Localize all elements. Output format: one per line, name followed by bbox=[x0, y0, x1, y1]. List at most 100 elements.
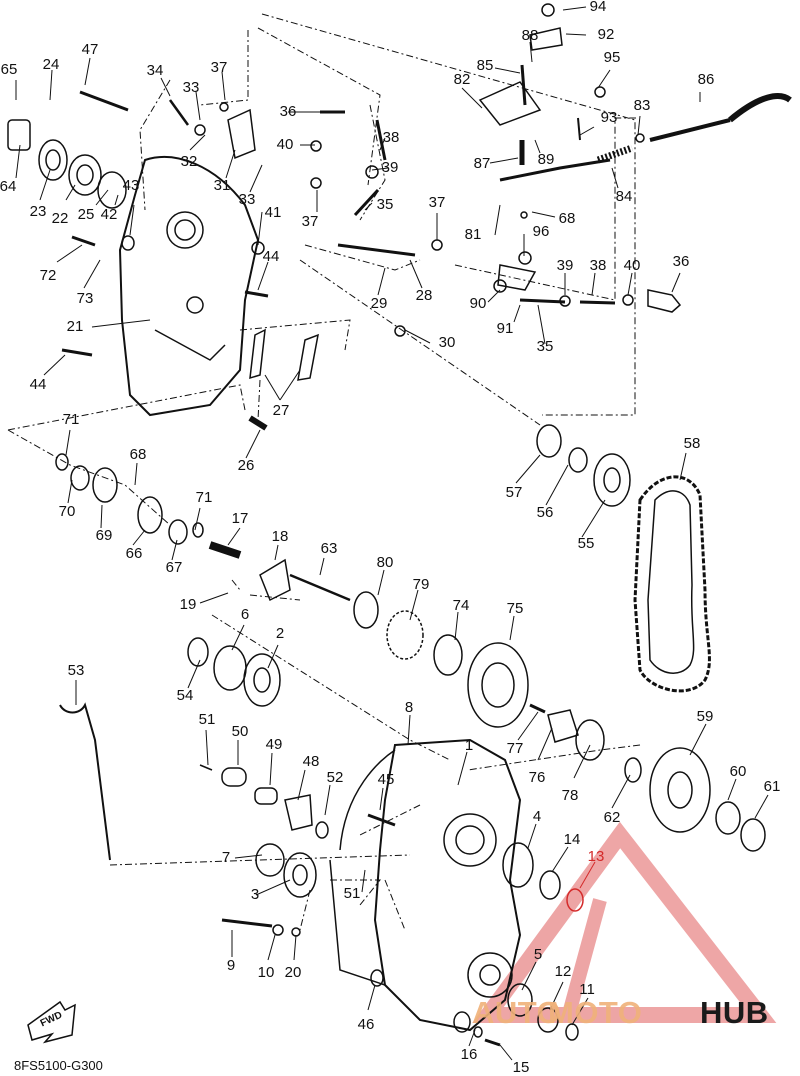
part-callout-27[interactable]: 27 bbox=[272, 402, 290, 419]
part-callout-71[interactable]: 71 bbox=[62, 411, 80, 428]
part-callout-94[interactable]: 94 bbox=[589, 0, 607, 15]
part-callout-19[interactable]: 19 bbox=[179, 596, 197, 613]
part-callout-70[interactable]: 70 bbox=[58, 503, 76, 520]
part-callout-50[interactable]: 50 bbox=[231, 723, 249, 740]
part-callout-62[interactable]: 62 bbox=[603, 809, 621, 826]
part-callout-6[interactable]: 6 bbox=[240, 606, 250, 623]
part-callout-48[interactable]: 48 bbox=[302, 753, 320, 770]
part-callout-95[interactable]: 95 bbox=[603, 49, 621, 66]
part-callout-40[interactable]: 40 bbox=[276, 136, 294, 153]
part-callout-34[interactable]: 34 bbox=[146, 62, 164, 79]
part-callout-37[interactable]: 37 bbox=[428, 194, 446, 211]
part-callout-69[interactable]: 69 bbox=[95, 527, 113, 544]
part-callout-40[interactable]: 40 bbox=[623, 257, 641, 274]
part-callout-75[interactable]: 75 bbox=[506, 600, 524, 617]
part-callout-20[interactable]: 20 bbox=[284, 964, 302, 981]
part-callout-21[interactable]: 21 bbox=[66, 318, 84, 335]
part-callout-2[interactable]: 2 bbox=[275, 625, 285, 642]
part-callout-84[interactable]: 84 bbox=[615, 188, 633, 205]
part-callout-31[interactable]: 31 bbox=[213, 177, 231, 194]
part-callout-28[interactable]: 28 bbox=[415, 287, 433, 304]
part-callout-29[interactable]: 29 bbox=[370, 295, 388, 312]
part-callout-1[interactable]: 1 bbox=[464, 737, 474, 754]
part-callout-60[interactable]: 60 bbox=[729, 763, 747, 780]
part-callout-38[interactable]: 38 bbox=[589, 257, 607, 274]
part-callout-13[interactable]: 13 bbox=[587, 848, 605, 865]
part-callout-71[interactable]: 71 bbox=[195, 489, 213, 506]
part-callout-58[interactable]: 58 bbox=[683, 435, 701, 452]
part-callout-16[interactable]: 16 bbox=[460, 1046, 478, 1063]
part-callout-46[interactable]: 46 bbox=[357, 1016, 375, 1033]
part-callout-86[interactable]: 86 bbox=[697, 71, 715, 88]
part-callout-39[interactable]: 39 bbox=[556, 257, 574, 274]
part-callout-38[interactable]: 38 bbox=[382, 129, 400, 146]
part-callout-54[interactable]: 54 bbox=[176, 687, 194, 704]
part-callout-36[interactable]: 36 bbox=[672, 253, 690, 270]
part-callout-92[interactable]: 92 bbox=[597, 26, 615, 43]
part-callout-67[interactable]: 67 bbox=[165, 559, 183, 576]
part-callout-44[interactable]: 44 bbox=[29, 376, 47, 393]
part-callout-22[interactable]: 22 bbox=[51, 210, 69, 227]
part-callout-7[interactable]: 7 bbox=[221, 849, 231, 866]
part-callout-18[interactable]: 18 bbox=[271, 528, 289, 545]
part-callout-11[interactable]: 11 bbox=[579, 981, 595, 998]
part-callout-24[interactable]: 24 bbox=[42, 56, 60, 73]
part-callout-51[interactable]: 51 bbox=[343, 885, 361, 902]
part-callout-80[interactable]: 80 bbox=[376, 554, 394, 571]
part-callout-36[interactable]: 36 bbox=[279, 103, 297, 120]
part-callout-26[interactable]: 26 bbox=[237, 457, 255, 474]
part-callout-96[interactable]: 96 bbox=[532, 223, 550, 240]
part-callout-9[interactable]: 9 bbox=[226, 957, 236, 974]
part-callout-47[interactable]: 47 bbox=[81, 41, 99, 58]
part-callout-57[interactable]: 57 bbox=[505, 484, 523, 501]
part-callout-83[interactable]: 83 bbox=[633, 97, 651, 114]
part-callout-87[interactable]: 87 bbox=[473, 155, 491, 172]
part-callout-63[interactable]: 63 bbox=[320, 540, 338, 557]
part-callout-56[interactable]: 56 bbox=[536, 504, 554, 521]
part-callout-61[interactable]: 61 bbox=[763, 778, 781, 795]
part-callout-68[interactable]: 68 bbox=[129, 446, 147, 463]
part-callout-93[interactable]: 93 bbox=[600, 109, 618, 126]
part-callout-55[interactable]: 55 bbox=[577, 535, 595, 552]
part-callout-43[interactable]: 43 bbox=[122, 177, 140, 194]
part-callout-5[interactable]: 5 bbox=[533, 946, 543, 963]
part-callout-81[interactable]: 81 bbox=[464, 226, 482, 243]
part-callout-65[interactable]: 65 bbox=[0, 61, 18, 78]
part-callout-42[interactable]: 42 bbox=[100, 206, 118, 223]
part-callout-76[interactable]: 76 bbox=[528, 769, 546, 786]
part-callout-82[interactable]: 82 bbox=[453, 71, 471, 88]
part-callout-52[interactable]: 52 bbox=[326, 769, 344, 786]
part-callout-89[interactable]: 89 bbox=[537, 151, 555, 168]
part-callout-12[interactable]: 12 bbox=[554, 963, 572, 980]
part-callout-4[interactable]: 4 bbox=[532, 808, 542, 825]
part-callout-49[interactable]: 49 bbox=[265, 736, 283, 753]
part-callout-77[interactable]: 77 bbox=[506, 740, 524, 757]
part-callout-30[interactable]: 30 bbox=[438, 334, 456, 351]
part-callout-68[interactable]: 68 bbox=[558, 210, 576, 227]
part-callout-39[interactable]: 39 bbox=[381, 159, 399, 176]
part-callout-88[interactable]: 88 bbox=[521, 27, 539, 44]
part-callout-35[interactable]: 35 bbox=[376, 196, 394, 213]
part-callout-15[interactable]: 15 bbox=[512, 1059, 530, 1076]
part-callout-32[interactable]: 32 bbox=[180, 153, 198, 170]
part-callout-23[interactable]: 23 bbox=[29, 203, 47, 220]
part-callout-10[interactable]: 10 bbox=[257, 964, 275, 981]
part-callout-3[interactable]: 3 bbox=[250, 886, 260, 903]
part-callout-90[interactable]: 90 bbox=[469, 295, 487, 312]
part-callout-73[interactable]: 73 bbox=[76, 290, 94, 307]
part-callout-17[interactable]: 17 bbox=[231, 510, 249, 527]
part-callout-41[interactable]: 41 bbox=[264, 204, 282, 221]
part-callout-91[interactable]: 91 bbox=[496, 320, 514, 337]
part-callout-66[interactable]: 66 bbox=[125, 545, 143, 562]
part-callout-85[interactable]: 85 bbox=[476, 57, 494, 74]
part-callout-8[interactable]: 8 bbox=[404, 699, 414, 716]
part-callout-64[interactable]: 64 bbox=[0, 178, 17, 195]
part-callout-53[interactable]: 53 bbox=[67, 662, 85, 679]
part-callout-37[interactable]: 37 bbox=[210, 59, 228, 76]
part-callout-35[interactable]: 35 bbox=[536, 338, 554, 355]
part-callout-14[interactable]: 14 bbox=[563, 831, 581, 848]
part-callout-25[interactable]: 25 bbox=[77, 206, 95, 223]
part-callout-72[interactable]: 72 bbox=[39, 267, 57, 284]
part-callout-51[interactable]: 51 bbox=[198, 711, 216, 728]
part-callout-59[interactable]: 59 bbox=[696, 708, 714, 725]
